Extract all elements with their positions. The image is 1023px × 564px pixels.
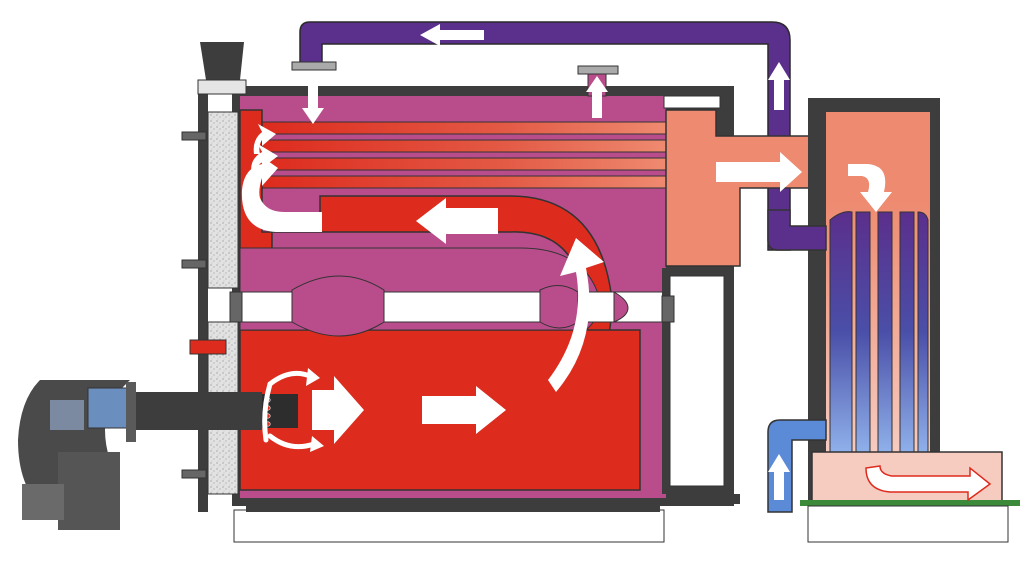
burner-motor [58, 452, 120, 530]
curved-arrow-up [241, 154, 322, 232]
flow-arrow-left [420, 24, 484, 46]
economizer-base [807, 505, 1009, 543]
economizer-link-pipe [767, 209, 827, 251]
burner-neck [126, 382, 136, 442]
curved-arrow-up [848, 164, 892, 212]
economizer-base-plate [800, 500, 1020, 506]
insulation-upper [207, 111, 239, 289]
burner [18, 380, 298, 530]
rear-cap [663, 95, 721, 109]
flow-arrow-right [312, 376, 364, 444]
front-door [198, 92, 208, 512]
rear-water-frame-inner [669, 275, 725, 487]
top-vent-bracket [197, 79, 247, 95]
curved-arrow-up [548, 238, 604, 392]
smoke-tubes [261, 121, 667, 189]
curved-arrow-up [865, 465, 992, 502]
flow-arrow-up [586, 76, 608, 118]
sight-glass [189, 339, 227, 355]
burner-tube [136, 392, 262, 430]
flow-arrow-up [768, 62, 790, 110]
recirculation-arrowheads [306, 368, 324, 452]
economizer-tubes [829, 211, 929, 453]
burner-control-box-small [50, 400, 84, 430]
flow-arrow-left [416, 198, 498, 244]
boiler-skid [233, 509, 665, 543]
burner-motor-side [22, 484, 64, 520]
flow-arrow-down [302, 80, 324, 124]
flow-arrow-right [716, 152, 802, 192]
flow-arrows [241, 24, 992, 502]
recirculation-arrows [262, 370, 317, 450]
door-bolts [181, 131, 675, 479]
curved-arrow-up [251, 144, 278, 176]
flow-arrow-up [768, 454, 790, 500]
return-pipe-flange [291, 61, 337, 71]
rear-drain [732, 494, 740, 504]
burner-control-box [87, 387, 129, 429]
flow-arrow-right [422, 386, 506, 434]
top-vent-cap [200, 42, 244, 80]
outlet-flange [577, 65, 619, 75]
boiler-skid-top [246, 502, 660, 512]
